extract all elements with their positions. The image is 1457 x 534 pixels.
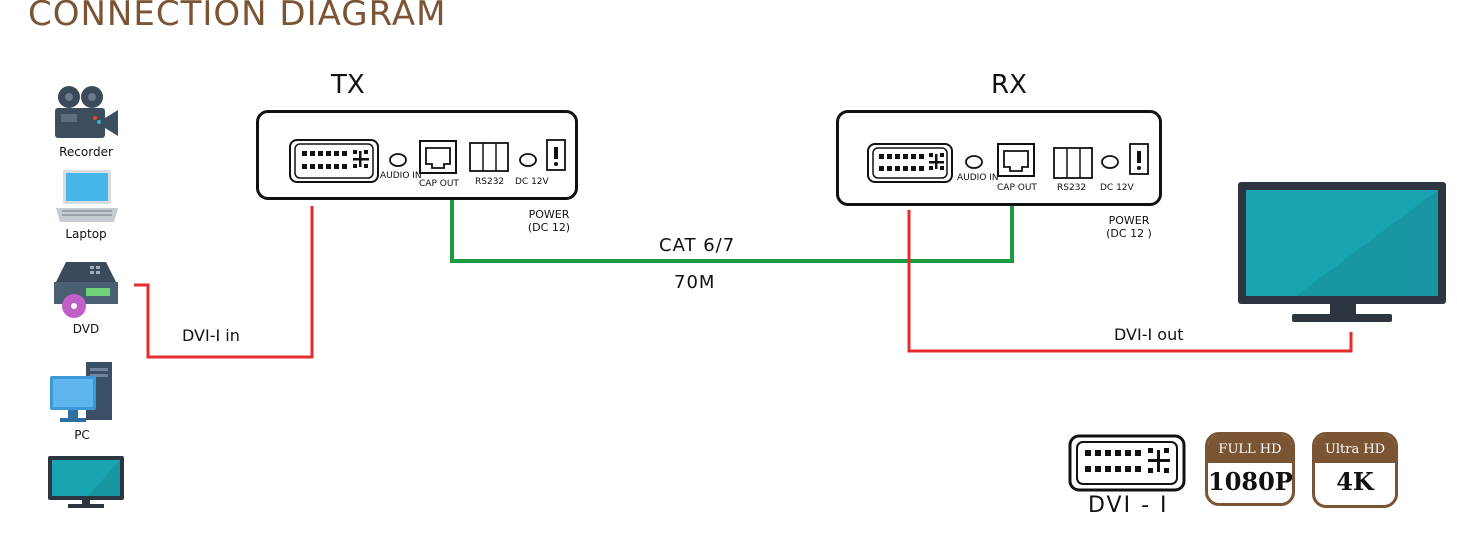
dvd-player-icon — [54, 262, 118, 318]
tx-rs232-label: RS232 — [475, 177, 505, 187]
source-label-laptop: Laptop — [65, 227, 107, 241]
tx-dvi-port-icon — [289, 139, 379, 183]
rx-rs232-label: RS232 — [1057, 183, 1087, 193]
rx-dc-port-icon — [1101, 155, 1119, 169]
badge-ultra-hd: Ultra HD 4K — [1312, 432, 1398, 508]
tx-power-label: POWER (DC 12) — [518, 208, 580, 234]
tx-dc-label: DC 12V — [515, 177, 549, 187]
rx-heading: RX — [991, 70, 1027, 100]
rx-dvi-port-icon — [867, 143, 953, 183]
rx-audio-in-label: AUDIO IN — [957, 173, 999, 183]
tx-power-line1: POWER — [528, 208, 570, 221]
tx-audio-port-icon — [389, 153, 407, 167]
dvi-i-caption: DVI - I — [1088, 493, 1169, 518]
dvi-input-label: DVI-I in — [182, 326, 240, 345]
tx-dc-port-icon — [519, 153, 537, 167]
dvi-output-label: DVI-I out — [1114, 325, 1184, 344]
badge-full-hd-bottom: 1080P — [1208, 467, 1293, 496]
tx-heading: TX — [331, 70, 365, 100]
tx-power-line2: (DC 12) — [527, 221, 571, 234]
rx-dc-label: DC 12V — [1100, 183, 1134, 193]
badge-ultra-hd-top: Ultra HD — [1315, 435, 1395, 463]
dvi-input-cable — [134, 206, 314, 359]
desktop-pc-icon — [50, 362, 112, 422]
tx-rj45-port-icon — [419, 140, 457, 174]
badge-full-hd-top: FULL HD — [1208, 435, 1292, 463]
source-label-dvd: DVD — [72, 322, 100, 336]
dvi-output-cable — [907, 210, 1353, 353]
monitor-icon — [48, 456, 124, 508]
dvi-i-connector-icon — [1068, 434, 1186, 492]
rx-rj45-port-icon — [997, 143, 1035, 177]
laptop-icon — [56, 170, 118, 222]
rx-unit: AUDIO IN CAP OUT RS232 DC 12V — [836, 110, 1162, 206]
tx-unit: AUDIO IN CAP OUT RS232 DC 12V — [256, 110, 578, 200]
rx-audio-port-icon — [965, 155, 983, 169]
cat-cable-label: CAT 6/7 — [659, 235, 736, 256]
source-label-recorder: Recorder — [59, 145, 113, 159]
rx-cap-out-label: CAP OUT — [997, 183, 1037, 193]
tx-audio-in-label: AUDIO IN — [380, 171, 422, 181]
rx-power-line2: (DC 12 ) — [1106, 227, 1152, 240]
tx-power-switch-icon[interactable] — [546, 139, 566, 171]
distance-label: 70M — [674, 272, 716, 293]
tx-cap-out-label: CAP OUT — [419, 179, 459, 189]
rx-power-label: POWER (DC 12 ) — [1098, 214, 1160, 240]
rx-power-switch-icon[interactable] — [1129, 143, 1149, 175]
badge-ultra-hd-bottom: 4K — [1336, 467, 1374, 496]
badge-full-hd: FULL HD 1080P — [1205, 432, 1295, 506]
display-tv-icon — [1238, 182, 1446, 322]
cat-link-cable — [450, 200, 1014, 263]
tx-rs232-port-icon — [469, 142, 509, 172]
video-camera-icon — [55, 86, 118, 138]
source-label-pc: PC — [74, 428, 90, 442]
rx-rs232-port-icon — [1053, 147, 1093, 179]
diagram-title: CONNECTION DIAGRAM — [28, 0, 447, 34]
rx-power-line1: POWER — [1108, 214, 1150, 227]
